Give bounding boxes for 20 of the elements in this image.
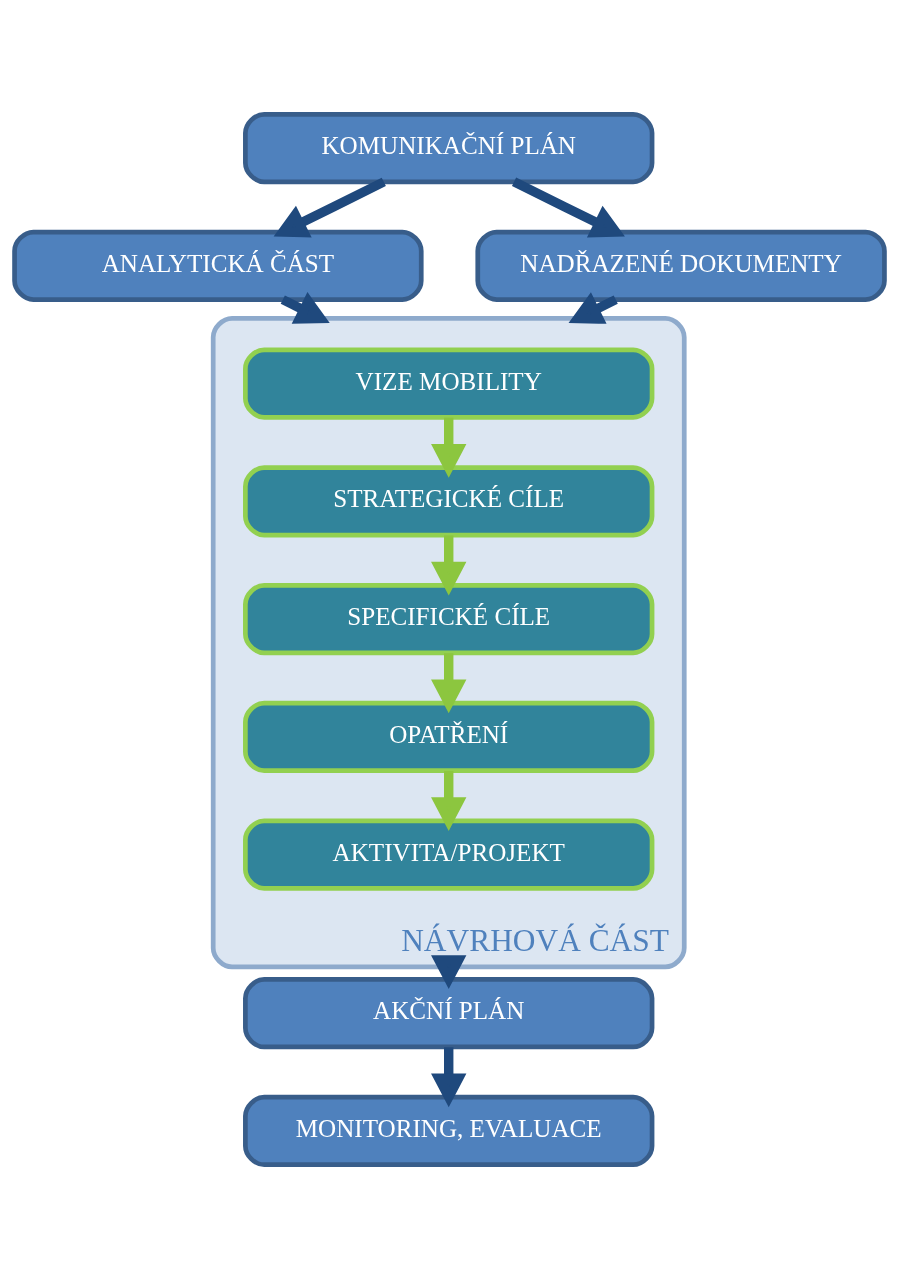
node-box: MONITORING, EVALUACE — [243, 1094, 655, 1167]
arrow — [431, 770, 467, 831]
node-box: AKTIVITA/PROJEKT — [243, 818, 655, 891]
arrow — [511, 177, 625, 237]
arrow — [273, 177, 386, 237]
node-box: VIZE MOBILITY — [243, 346, 655, 420]
arrow — [280, 291, 330, 324]
arrow — [568, 291, 618, 324]
node-box: NADŘAZENÉ DOKUMENTY — [475, 229, 887, 302]
node-box: SPECIFICKÉ CÍLE — [243, 582, 655, 655]
arrow — [431, 417, 467, 478]
node-box: AKČNÍ PLÁN — [243, 976, 655, 1049]
node-box: OPATŘENÍ — [243, 700, 655, 773]
arrow — [431, 1046, 467, 1107]
arrow — [431, 652, 467, 713]
node-box: STRATEGICKÉ CÍLE — [243, 464, 655, 537]
arrow — [431, 534, 467, 595]
arrow — [431, 954, 467, 989]
node-box: ANALYTICKÁ ČÁST — [12, 229, 424, 302]
node-box: KOMUNIKAČNÍ PLÁN — [243, 111, 655, 184]
